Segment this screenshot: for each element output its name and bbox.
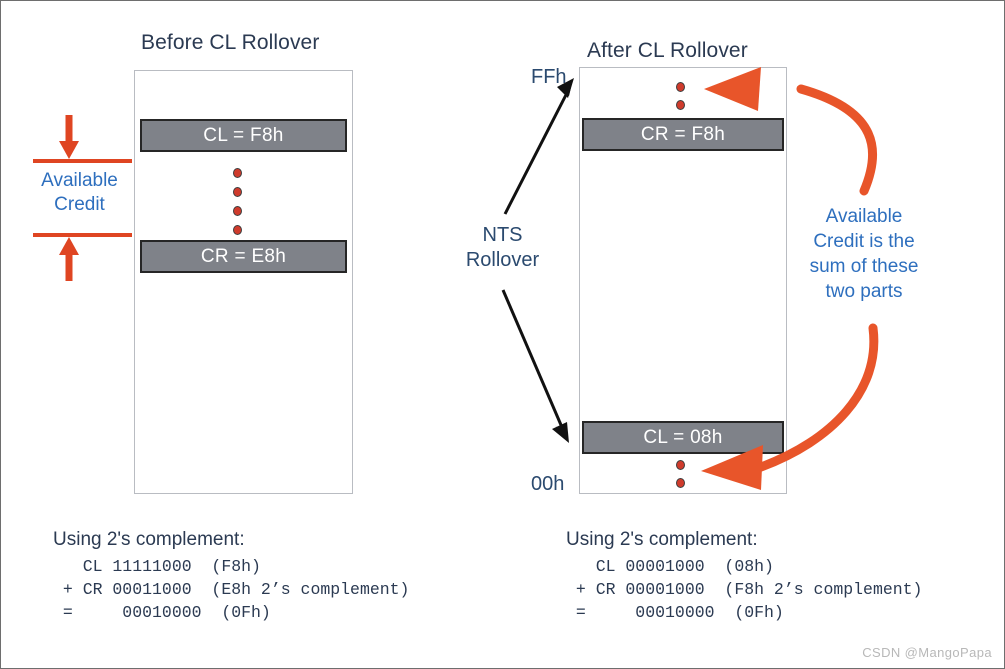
nts-arrow-up-icon <box>503 78 574 215</box>
credit-arrow-down-icon <box>59 115 79 159</box>
right-ellipsis-dots-top <box>676 82 685 110</box>
right-calc-heading: Using 2's complement: <box>566 529 758 550</box>
dot-icon <box>676 82 685 92</box>
left-diagram-title: Before CL Rollover <box>141 31 320 54</box>
nts-rollover-line2: Rollover <box>465 249 540 271</box>
left-calc-heading: Using 2's complement: <box>53 529 245 550</box>
dot-icon <box>233 187 242 197</box>
right-calc-line-1: CL 00001000 (08h) <box>566 557 774 576</box>
left-calculation-block: Using 2's complement: CL 11111000 (F8h) … <box>53 529 409 624</box>
dot-icon <box>233 168 242 178</box>
nts-rollover-label: NTS Rollover <box>445 223 560 273</box>
axis-label-00h: 00h <box>531 473 565 495</box>
credit-arrow-up-icon <box>59 237 79 281</box>
nts-rollover-line1: NTS <box>482 224 523 246</box>
dot-icon <box>676 100 685 110</box>
right-calc-line-3: = 00010000 (0Fh) <box>566 603 784 622</box>
left-calc-line-2: + CR 00011000 (E8h 2’s complement) <box>53 580 410 599</box>
credit-note-line3: sum of these <box>809 256 919 277</box>
right-calc-line-2: + CR 00001000 (F8h 2’s complement) <box>566 580 923 599</box>
available-credit-label: Available Credit <box>23 169 136 217</box>
dot-icon <box>676 460 685 470</box>
credit-bracket-top-rule <box>33 159 132 163</box>
right-ellipsis-dots-bottom <box>676 460 685 488</box>
available-credit-line2: Credit <box>54 194 105 215</box>
credit-note-line4: two parts <box>825 281 903 302</box>
dot-icon <box>233 206 242 216</box>
right-bar-cr: CR = F8h <box>582 118 784 151</box>
left-calc-line-3: = 00010000 (0Fh) <box>53 603 271 622</box>
axis-label-ffh: FFh <box>531 66 567 88</box>
credit-note-line1: Available <box>825 206 903 227</box>
credit-bracket-bottom-rule <box>33 233 132 237</box>
left-bar-cl: CL = F8h <box>140 119 347 152</box>
available-credit-line1: Available <box>41 170 118 191</box>
credit-note-line2: Credit is the <box>813 231 915 252</box>
available-credit-note: Available Credit is the sum of these two… <box>794 204 934 304</box>
left-calc-line-1: CL 11111000 (F8h) <box>53 557 261 576</box>
watermark: CSDN @MangoPapa <box>862 645 992 660</box>
right-bar-cl: CL = 08h <box>582 421 784 454</box>
right-diagram-title: After CL Rollover <box>587 39 748 62</box>
left-bar-cr: CR = E8h <box>140 240 347 273</box>
right-calculation-block: Using 2's complement: CL 00001000 (08h) … <box>566 529 922 624</box>
dot-icon <box>676 478 685 488</box>
dot-icon <box>233 225 242 235</box>
nts-arrow-down-icon <box>501 289 569 443</box>
left-ellipsis-dots <box>233 168 242 235</box>
